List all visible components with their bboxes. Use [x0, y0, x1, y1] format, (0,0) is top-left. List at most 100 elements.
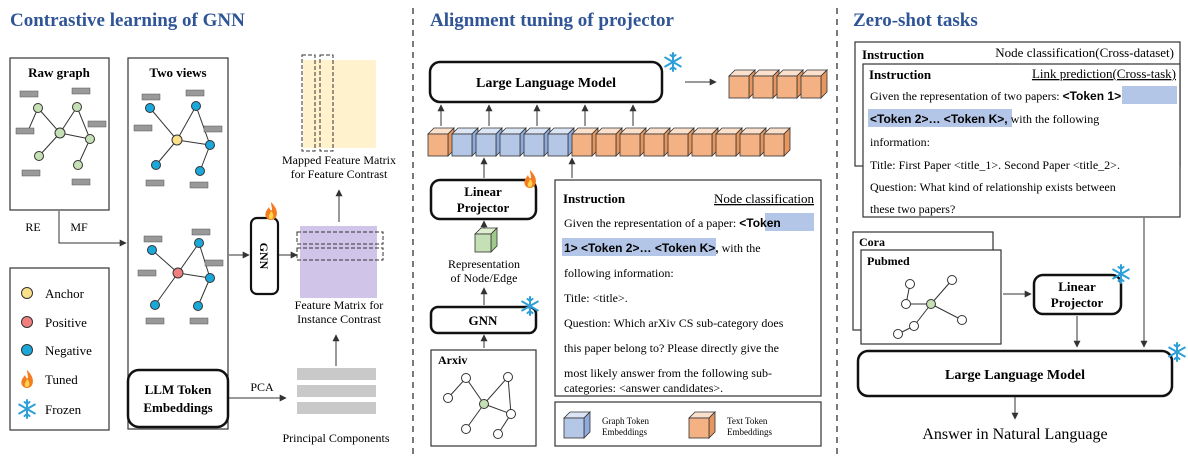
instr-line-5: Question: Which arXiv CS sub-category do… — [564, 316, 784, 330]
zs-line-4: Title: First Paper <title_1>. Second Pap… — [870, 158, 1120, 172]
principal-components-label: Principal Components — [283, 431, 390, 445]
mapped-column-highlight — [301, 54, 316, 152]
principal-components-stack — [297, 368, 376, 414]
arxiv-label: Arxiv — [438, 353, 467, 367]
alignment-llm-box — [428, 60, 664, 104]
section-title-alignment: Alignment tuning of projector — [430, 10, 675, 31]
feature-matrix-row-highlight — [296, 231, 384, 245]
legend-negative: Negative — [45, 343, 92, 358]
answer-label: Answer in Natural Language — [922, 426, 1107, 443]
alignment-llm-label: Large Language Model — [476, 76, 616, 91]
instruction-label: Instruction — [563, 191, 626, 206]
mapped-matrix-label-1: Mapped Feature Matrix — [282, 153, 396, 167]
zs-line-5: Question: What kind of relationship exis… — [870, 180, 1116, 194]
output-token-cube — [800, 69, 828, 99]
pca-label: PCA — [250, 380, 274, 394]
text-token-cube — [715, 127, 743, 157]
pubmed-card — [860, 249, 1002, 345]
section-title-zeroshot: Zero-shot tasks — [853, 10, 978, 31]
view-two-graph — [137, 228, 224, 325]
zs-line-6: these two papers? — [870, 202, 955, 216]
text-token-cube — [427, 127, 455, 157]
graph-token-legend-1: Graph Token — [602, 416, 649, 426]
representation-label-2: of Node/Edge — [451, 271, 518, 285]
text-token-cube — [595, 127, 623, 157]
llm-token-line1: LLM Token — [145, 382, 213, 397]
token-highlight — [1122, 86, 1177, 104]
mf-label: MF — [70, 220, 88, 234]
zs-line-1: Given the representation of two papers: … — [870, 89, 1121, 103]
zs-line-3: information: — [870, 135, 930, 149]
graph-token-cube — [475, 127, 503, 157]
input-token-row — [427, 127, 791, 157]
back-instruction-task: Node classification(Cross-dataset) — [995, 45, 1174, 60]
text-token-legend-2: Embeddings — [727, 427, 772, 437]
legend-anchor: Anchor — [45, 286, 85, 301]
gnn-box — [249, 216, 280, 296]
front-instruction-label: Instruction — [869, 67, 932, 82]
zs-projector-line1: Linear — [1058, 279, 1096, 294]
output-text-tokens — [728, 69, 828, 99]
legend-positive: Positive — [45, 315, 87, 330]
text-token-cube — [691, 127, 719, 157]
alignment-projector-box — [429, 178, 538, 221]
arxiv-graph — [443, 372, 516, 439]
flame-icon — [265, 202, 277, 220]
zeroshot-llm-label: Large Language Model — [945, 368, 1085, 383]
token-highlight — [562, 238, 716, 256]
zeroshot-llm-box — [856, 349, 1174, 398]
instr-line-6: this paper belong to? Please directly gi… — [564, 341, 779, 355]
output-token-cube — [728, 69, 756, 99]
legend-tuned: Tuned — [45, 372, 78, 387]
instr-line-2: 1> <Token 2>… <Token K>, with the — [564, 241, 761, 255]
token-highlight — [868, 109, 1012, 127]
token-highlight — [765, 213, 814, 231]
raw-graph-label: Raw graph — [28, 65, 91, 80]
representation-cube — [474, 227, 498, 253]
graph-token-cube — [547, 127, 575, 157]
graph-token-cube — [499, 127, 527, 157]
instr-line-4: Title: <title>. — [564, 291, 628, 305]
llm-token-line2: Embeddings — [143, 400, 212, 415]
feature-matrix-label-1: Feature Matrix for — [295, 298, 384, 312]
instr-line-3: following information: — [564, 266, 674, 280]
mapped-feature-matrix — [303, 60, 376, 148]
pubmed-label: Pubmed — [867, 254, 910, 268]
cora-label: Cora — [859, 235, 885, 249]
text-token-cube — [667, 127, 695, 157]
positive-swatch — [21, 316, 33, 328]
view-one-graph — [133, 89, 223, 189]
re-label: RE — [25, 220, 40, 234]
zs-projector-line2: Projector — [1051, 295, 1104, 310]
text-token-cube — [643, 127, 671, 157]
graph-token-swatch — [563, 411, 591, 439]
alignment-gnn-box — [429, 305, 538, 335]
text-token-legend-1: Text Token — [727, 416, 768, 426]
instruction-task: Node classification — [714, 191, 814, 206]
zs-line-2: <Token 2>… <Token K>, with the following — [870, 112, 1099, 126]
output-token-cube — [776, 69, 804, 99]
instr-line-8: categories: <answer candidates>. — [564, 381, 723, 395]
text-token-cube — [619, 127, 647, 157]
mapped-column-highlight — [319, 54, 334, 152]
back-instruction-label: Instruction — [862, 47, 925, 62]
section-title-contrastive: Contrastive learning of GNN — [10, 10, 245, 31]
pubmed-graph — [893, 275, 967, 339]
alignment-projector-line2: Projector — [457, 200, 510, 215]
raw-graph — [15, 87, 107, 186]
token-to-llm-arrows — [437, 104, 637, 126]
alignment-projector-line1: Linear — [464, 184, 502, 199]
text-token-cube — [739, 127, 767, 157]
text-token-cube — [763, 127, 791, 157]
two-views-box — [127, 57, 229, 430]
output-token-cube — [752, 69, 780, 99]
llm-token-embeddings-box — [126, 368, 230, 429]
anchor-swatch — [21, 287, 33, 299]
instr-line-1: Given the representation of a paper: <To… — [564, 216, 781, 230]
mapped-matrix-label-2: for Feature Contrast — [291, 167, 388, 181]
feature-matrix — [300, 226, 377, 298]
text-token-swatch — [688, 411, 716, 439]
front-instruction-task: Link prediction(Cross-task) — [1032, 66, 1176, 81]
raw-to-views-arrow — [58, 211, 127, 247]
